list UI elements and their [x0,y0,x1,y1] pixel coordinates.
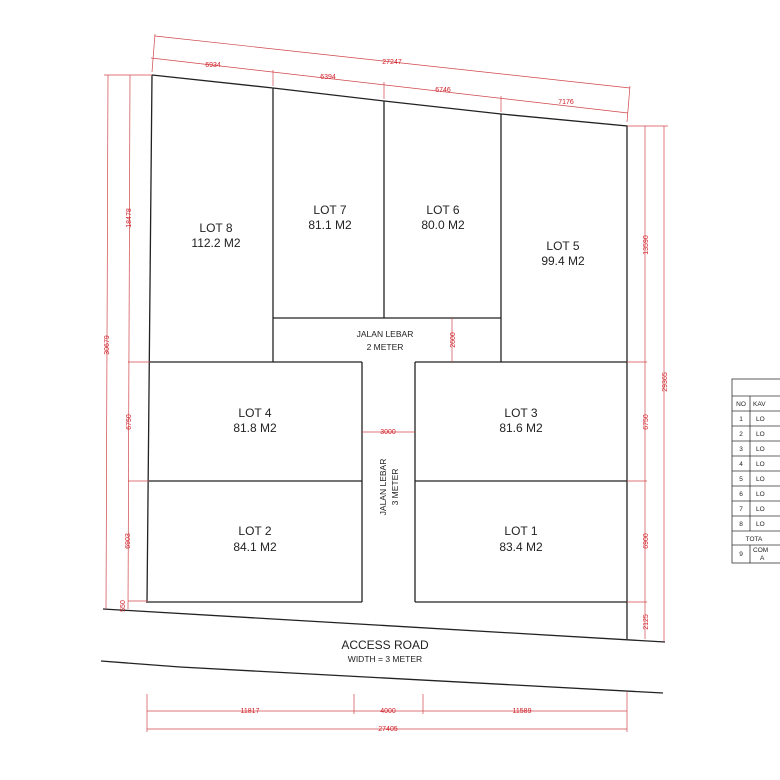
dim-left-3: 6903 [125,533,132,549]
dim-left-2: 6750 [126,414,133,430]
table-cell: 3 [739,446,743,453]
table-cell: LO [756,521,765,528]
middle-path-dim: 3000 [380,429,396,436]
lot-5-name: LOT 5 [546,239,579,253]
dim-left-4: 550 [120,600,127,612]
table-cell: LO [756,506,765,513]
bottom-dimensions: 11817 4000 11589 27405 [146,692,628,733]
access-road: ACCESS ROAD WIDTH = 3 METER [100,608,666,694]
lot-outlines [148,88,627,603]
table-cell: 1 [739,416,743,423]
table-cell: 8 [739,521,743,528]
upper-path-label: JALAN LEBAR [357,329,414,339]
dim-right-total: 29365 [662,372,669,392]
upper-path-width: 2 METER [367,342,404,352]
lot-1-area: 83.4 M2 [499,540,543,554]
left-dimensions: 18478 30679 6750 6903 550 [104,74,152,612]
dim-top-2: 6394 [320,74,336,81]
lot-8-name: LOT 8 [199,221,232,235]
table-total-label: TOTA [746,536,763,543]
table-cell: A [760,555,765,562]
lot-2-name: LOT 2 [238,524,271,538]
dim-right-2: 6750 [643,414,650,430]
dim-top-1: 6934 [205,62,221,69]
road-width: WIDTH = 3 METER [348,654,422,664]
table-cell: 9 [739,551,743,558]
area-table: NO KAV 1 LO 2 LO 3 LO 4 LO 5 LO 6 LO 7 L… [731,378,780,564]
dim-bottom-2: 4000 [380,708,396,715]
table-cell: LO [756,476,765,483]
lot-7-name: LOT 7 [313,203,346,217]
dim-top-total: 27247 [382,59,402,66]
table-cell: 6 [739,491,743,498]
table-cell: LO [756,416,765,423]
dim-top-3: 6746 [435,87,451,94]
right-dimensions: 13590 29365 6750 6900 2125 [627,125,669,641]
dim-left-1: 18478 [126,208,133,228]
table-cell: LO [756,446,765,453]
table-cell: 5 [739,476,743,483]
lot-6-area: 80.0 M2 [421,218,465,232]
dim-top-4: 7176 [558,99,574,106]
dim-right-3: 6900 [643,533,650,549]
dim-bottom-1: 11817 [241,708,260,715]
lot-3-name: LOT 3 [504,406,537,420]
middle-path-label: JALAN LEBAR [378,459,388,516]
road-title: ACCESS ROAD [341,638,429,652]
table-cell: 2 [739,431,743,438]
lot-5-area: 99.4 M2 [541,254,585,268]
upper-path-dim: 2600 [450,332,457,348]
lot-6-name: LOT 6 [426,203,459,217]
table-cell: COM [753,547,768,554]
lot-8-area: 112.2 M2 [191,236,240,250]
lot-3-area: 81.6 M2 [499,421,543,435]
top-dimensions: 27247 6934 6394 6746 7176 [150,33,631,123]
table-cell: LO [756,491,765,498]
table-cell: 4 [739,461,743,468]
dim-bottom-3: 11589 [513,708,532,715]
middle-path-width: 3 METER [390,469,400,506]
dim-bottom-total: 27405 [378,726,398,733]
table-header-kav: KAV [753,401,766,408]
table-cell: 7 [739,506,743,513]
lot-1-name: LOT 1 [504,524,537,538]
dim-right-4: 2125 [643,614,650,630]
lot-2-area: 84.1 M2 [233,540,277,554]
lot-4-name: LOT 4 [238,406,271,420]
table-cell: LO [756,431,765,438]
dim-right-1: 13590 [643,235,650,255]
lot-7-area: 81.1 M2 [308,218,352,232]
table-header-no: NO [736,401,746,408]
dim-left-total: 30679 [104,335,111,355]
site-boundary [146,74,628,639]
table-cell: LO [756,461,765,468]
lot-4-area: 81.8 M2 [233,421,277,435]
